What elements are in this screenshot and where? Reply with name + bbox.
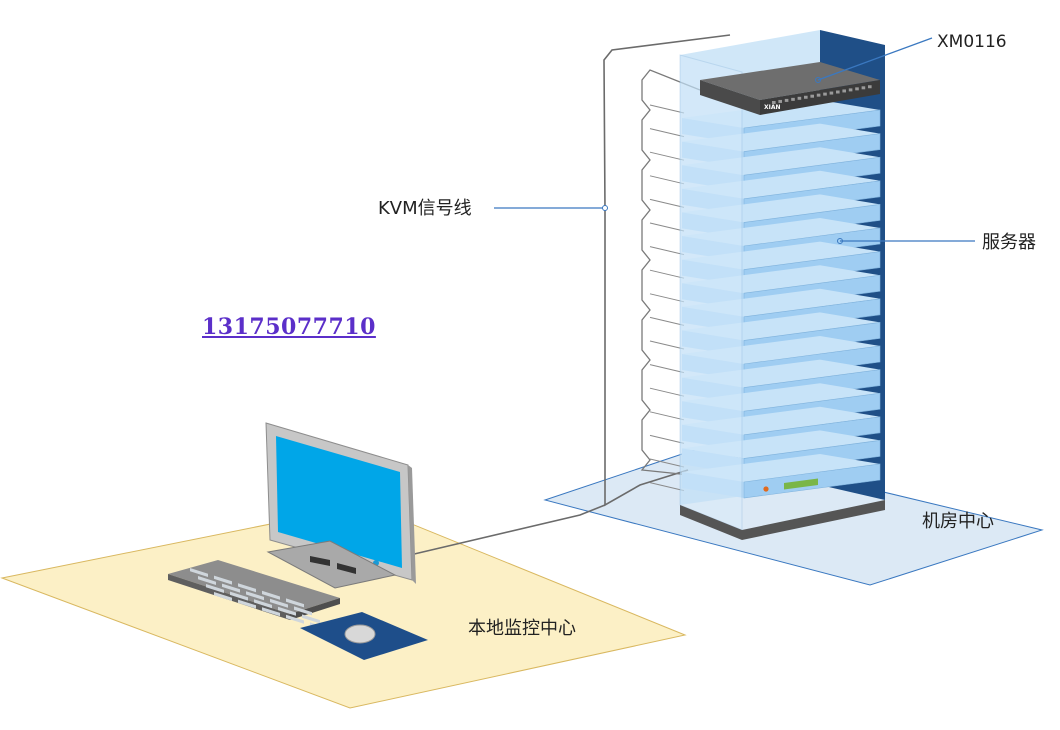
cable-tie [650,365,684,373]
kvm-port [855,87,859,90]
kvm-port [785,99,789,102]
cable-tie [650,152,684,160]
label-kvm-model: XM0116 [937,32,1007,52]
kvm-port [810,95,814,98]
cable-tie [650,270,684,278]
kvm-port [823,93,827,96]
cable-tie [650,412,684,420]
kvm-port [778,100,782,103]
kvm-port [862,86,866,89]
cable-tie [650,294,684,302]
kvm-cable-to-pc [410,505,605,555]
rack-front-glass [680,55,742,530]
phone-number-link[interactable]: 13175077710 [202,314,376,340]
kvm-port [830,92,834,95]
cable-tie [650,317,684,325]
mouse-icon [345,625,375,643]
label-servers: 服务器 [982,232,1036,253]
server-power-icon [763,486,768,491]
kvm-cable-ties [650,105,684,491]
cable-tie [650,105,684,113]
kvm-port [836,91,840,94]
cable-tie [650,435,684,443]
kvm-port [817,94,821,97]
cable-tie [650,341,684,349]
label-kvm-cable: KVM信号线 [378,198,472,219]
leader-kvm-cable-dot [603,206,608,211]
cable-tie [650,129,684,137]
kvm-port [868,85,872,88]
kvm-port [791,98,795,101]
cable-tie [650,223,684,231]
label-server-room: 机房中心 [922,511,994,532]
cable-tie [650,176,684,184]
kvm-port [849,88,853,91]
kvm-port [842,89,846,92]
label-local-monitoring: 本地监控中心 [468,618,576,639]
cable-tie [650,247,684,255]
kvm-port [798,97,802,100]
cable-tie [650,199,684,207]
kvm-port [804,96,808,99]
kvm-brand-text: XIAN [764,104,781,111]
cable-tie [650,388,684,396]
